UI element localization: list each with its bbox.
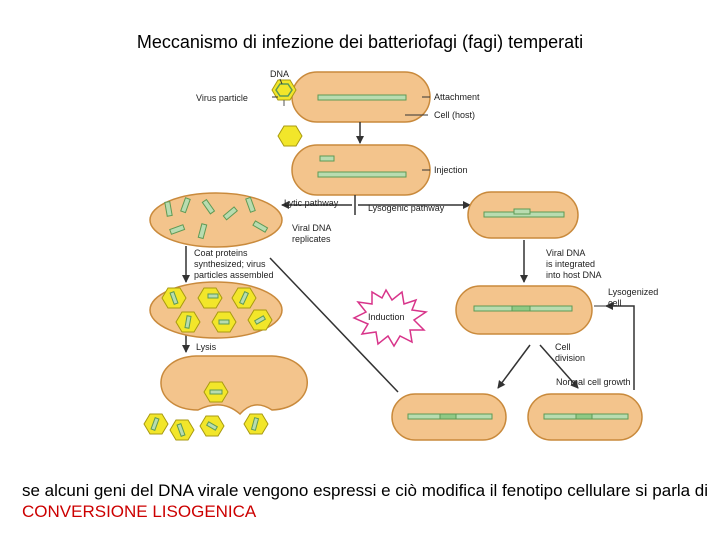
lysogenized-cell [455, 285, 593, 335]
label-division-2: division [555, 353, 585, 363]
virus-attached-icon [271, 79, 297, 106]
label-coat-1: Coat proteins [194, 248, 248, 258]
caption-highlight: CONVERSIONE LISOGENICA [22, 502, 257, 521]
label-virus-particle: Virus particle [196, 93, 248, 103]
label-lysogenized-1: Lysogenized [608, 287, 658, 297]
label-lysis: Lysis [196, 342, 217, 352]
label-cell-host: Cell (host) [434, 110, 475, 120]
label-integrated-3: into host DNA [546, 270, 602, 280]
label-coat-3: particles assembled [194, 270, 274, 280]
label-attachment: Attachment [434, 92, 480, 102]
daughter-cell-left [391, 393, 507, 441]
label-division-1: Cell [555, 342, 571, 352]
label-viral-dna-replicates-1: Viral DNA [292, 223, 331, 233]
label-injection: Injection [434, 165, 468, 175]
page-title: Meccanismo di infezione dei batteriofagi… [136, 32, 584, 52]
induction-burst-icon [352, 288, 429, 348]
virus-particle-icon [277, 125, 303, 147]
caption-text: se alcuni geni del DNA virale vengono es… [22, 481, 709, 500]
label-coat-2: synthesized; virus [194, 259, 266, 269]
label-integrated-1: Viral DNA [546, 248, 585, 258]
lysogenic-cell-integration [467, 191, 579, 239]
lytic-cell-replication [149, 192, 283, 248]
host-cell-injection [291, 144, 431, 196]
lytic-cell-assembly [149, 281, 283, 339]
label-lysogenic-pathway: Lysogenic pathway [368, 203, 445, 213]
infection-diagram: DNA Virus particle Attachment Cell (host… [143, 69, 658, 441]
label-lysogenized-2: cell [608, 298, 622, 308]
daughter-cell-right [527, 393, 643, 441]
label-viral-dna-replicates-2: replicates [292, 234, 331, 244]
label-dna: DNA [270, 69, 289, 79]
label-integrated-2: is integrated [546, 259, 595, 269]
label-induction: Induction [368, 312, 405, 322]
host-cell-attachment [291, 71, 431, 123]
lysis-cell [160, 355, 308, 416]
label-lytic-pathway: Lytic pathway [284, 198, 339, 208]
released-virus-icons [143, 413, 269, 441]
label-normal-growth: Normal cell growth [556, 377, 631, 387]
caption: se alcuni geni del DNA virale vengono es… [22, 480, 712, 522]
